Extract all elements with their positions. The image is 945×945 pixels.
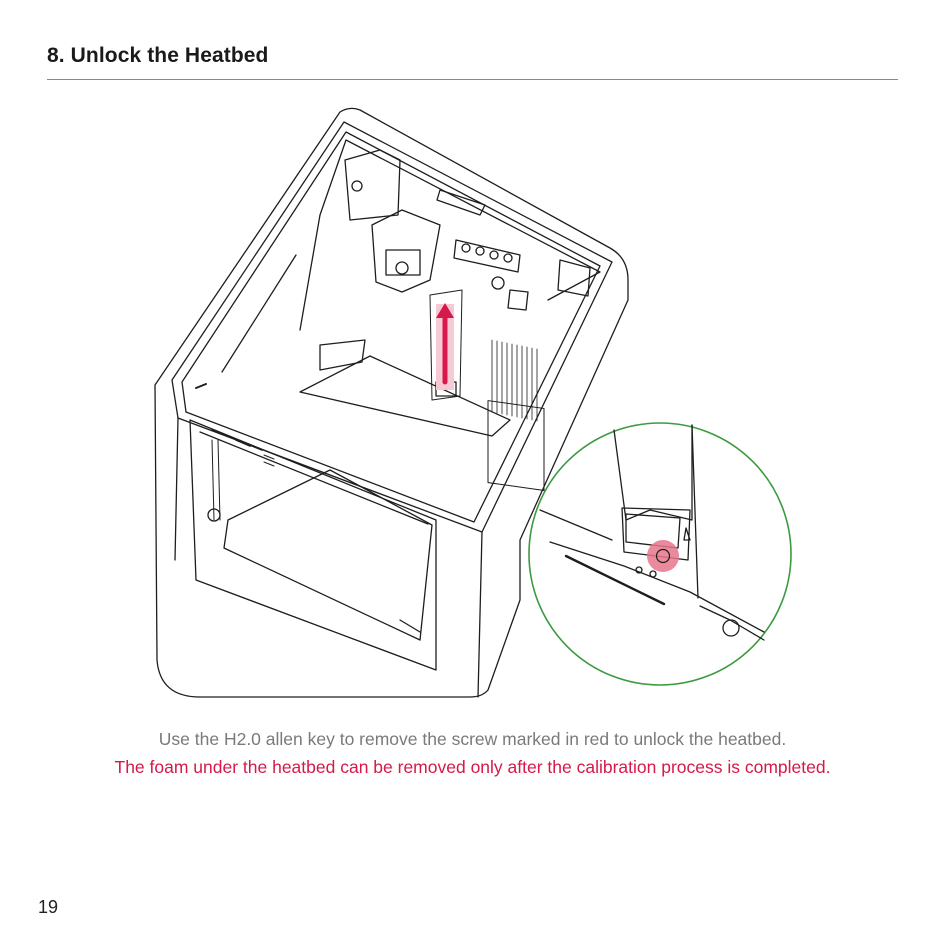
page-title: 8. Unlock the Heatbed — [47, 44, 269, 67]
screw-marker-icon — [647, 540, 679, 572]
page-number: 19 — [38, 897, 59, 917]
arrow-up-icon — [436, 303, 454, 390]
printer-body-outline — [154, 107, 629, 698]
title-divider — [47, 79, 898, 80]
zoom-callout-icon — [528, 422, 792, 686]
printer-illustration — [154, 107, 792, 698]
warning-caption: The foam under the heatbed can be remove… — [114, 757, 831, 777]
instruction-caption: Use the H2.0 allen key to remove the scr… — [158, 729, 787, 749]
